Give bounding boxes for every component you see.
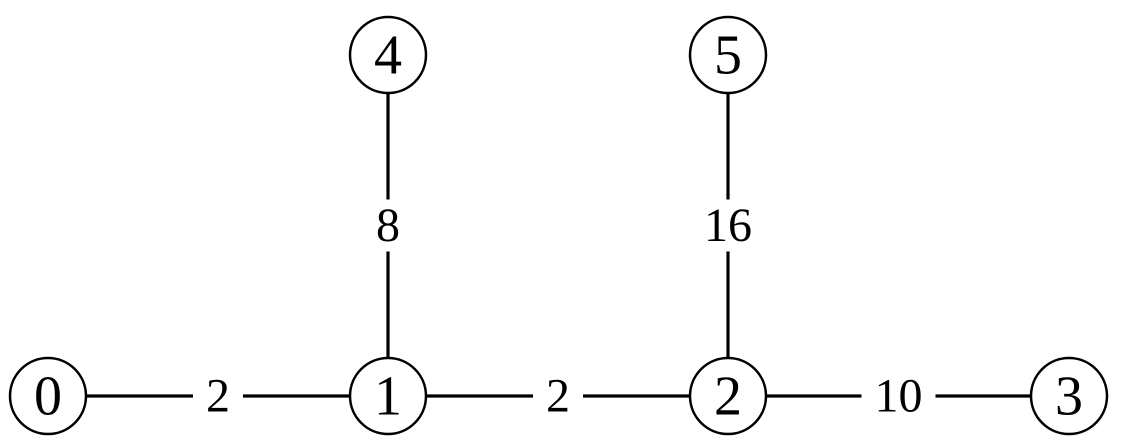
node-label-2: 2 [714,365,742,427]
edge-label-gap-1-4 [363,199,413,252]
edge-weight-label-1-2: 2 [546,370,570,423]
node-0 [8,356,88,436]
node-layer: 0 1 2 3 4 5 [8,15,1109,436]
node-5 [688,15,768,95]
node-label-1: 1 [374,365,402,427]
edge-label-gap-2-5 [691,199,765,252]
edge-label-gap-2-3 [861,370,936,422]
edge-layer [48,55,1069,398]
edge-weight-label-1-4: 8 [376,199,400,252]
edge-weight-label-0-1: 2 [206,370,230,423]
node-4 [348,15,428,95]
node-label-3: 3 [1055,365,1083,427]
edge-weight-label-2-5: 16 [704,199,752,252]
edge-label-layer: 2 2 10 8 16 [193,199,936,423]
node-2 [688,356,768,436]
edge-weight-label-2-3: 10 [875,370,923,423]
edge-label-gap-1-2 [533,370,583,422]
node-label-4: 4 [374,24,402,86]
node-1 [348,356,428,436]
node-3 [1029,356,1109,436]
node-label-5: 5 [714,24,742,86]
node-label-0: 0 [34,365,62,427]
edge-label-gap-0-1 [193,370,243,422]
